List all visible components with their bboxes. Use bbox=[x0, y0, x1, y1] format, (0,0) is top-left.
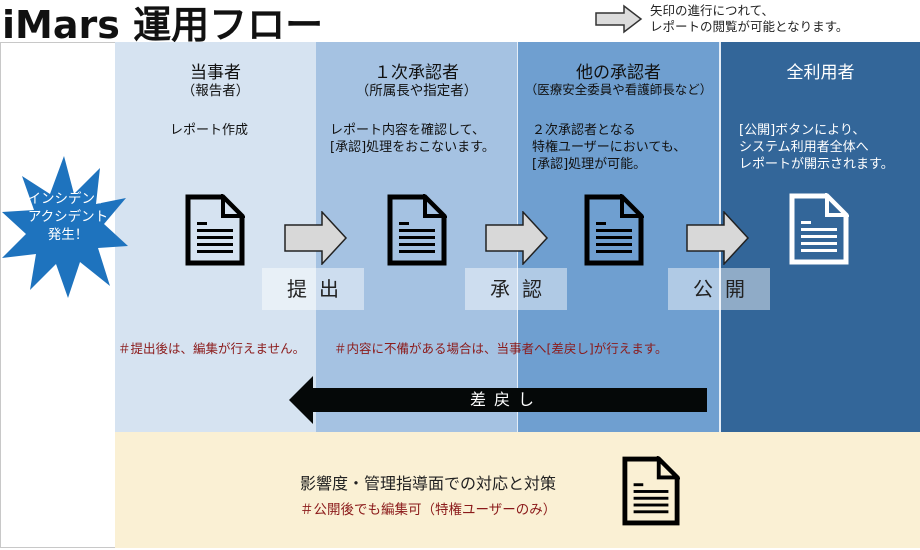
page-title: iMars 運用フロー bbox=[2, 3, 324, 47]
document-icon bbox=[584, 194, 644, 266]
document-icon bbox=[185, 194, 245, 266]
incident-line: インシデント bbox=[27, 191, 109, 207]
lane-description: ２次承認者となる 特権ユーザーにおいても、 [承認]処理が可能。 bbox=[532, 122, 686, 173]
document-icon-published bbox=[789, 193, 849, 265]
right-arrow-icon bbox=[284, 211, 348, 265]
incident-line: アクシデント bbox=[27, 209, 109, 225]
document-icon bbox=[387, 194, 447, 266]
step-submit-label: 提出 bbox=[262, 268, 364, 310]
incident-text: インシデント アクシデント 発生！ bbox=[18, 190, 118, 244]
bottom-main-text: 影響度・管理指導面での対応と対策 bbox=[300, 474, 557, 493]
right-arrow-icon bbox=[686, 211, 750, 265]
lane-description: レポート作成 bbox=[170, 122, 248, 139]
lane-desc-line: ２次承認者となる bbox=[532, 123, 636, 138]
step-publish-label: 公開 bbox=[668, 268, 770, 310]
lane-description: [公開]ボタンにより、 システム利用者全体へ レポートが開示されます。 bbox=[739, 122, 894, 173]
lane-subtitle: （医療安全委員や看護師長など） bbox=[524, 82, 713, 97]
legend-line-1: 矢印の進行につれて、 bbox=[650, 3, 775, 18]
lane-description: レポート内容を確認して、 [承認]処理をおこないます。 bbox=[330, 122, 495, 156]
bottom-note-text: ＃公開後でも編集可（特権ユーザーのみ） bbox=[300, 502, 557, 518]
lane-desc-line: レポート内容を確認して、 bbox=[330, 123, 485, 138]
lane-title: 全利用者 bbox=[786, 63, 855, 83]
incident-line: 発生！ bbox=[47, 227, 89, 243]
legend-line-2: レポートの閲覧が可能となります。 bbox=[650, 19, 849, 34]
legend-text: 矢印の進行につれて、 レポートの閲覧が可能となります。 bbox=[650, 3, 848, 35]
lane-title: 他の承認者 bbox=[576, 63, 661, 83]
document-icon bbox=[622, 456, 680, 526]
lane-subtitle: （報告者） bbox=[181, 83, 250, 99]
lane-desc-line: システム利用者全体へ bbox=[739, 140, 869, 155]
legend-right-arrow-icon bbox=[595, 4, 643, 34]
return-note: ＃内容に不備がある場合は、当事者へ[差戻し]が行えます。 bbox=[334, 341, 668, 356]
bottom-band bbox=[115, 432, 920, 548]
step-approve-label: 承認 bbox=[465, 268, 567, 310]
lane-desc-line: [承認]処理をおこないます。 bbox=[330, 140, 495, 155]
lane-desc-line: 特権ユーザーにおいても、 bbox=[532, 140, 687, 155]
left-arrow-icon bbox=[289, 376, 707, 424]
incident-starburst-icon bbox=[2, 156, 128, 298]
lane-subtitle: （所属長や指定者） bbox=[355, 83, 478, 99]
lane-desc-line: [公開]ボタンにより、 bbox=[739, 123, 866, 138]
lane-desc-line: レポート作成 bbox=[170, 123, 249, 138]
lane-desc-line: [承認]処理が可能。 bbox=[532, 157, 647, 172]
lane-desc-line: レポートが開示されます。 bbox=[739, 157, 894, 172]
right-arrow-icon bbox=[485, 211, 549, 265]
return-arrow-label: 差戻し bbox=[470, 390, 543, 409]
lane-title: 当事者 bbox=[190, 63, 241, 83]
submit-note: ＃提出後は、編集が行えません。 bbox=[118, 341, 306, 356]
lane-title: １次承認者 bbox=[374, 63, 459, 83]
